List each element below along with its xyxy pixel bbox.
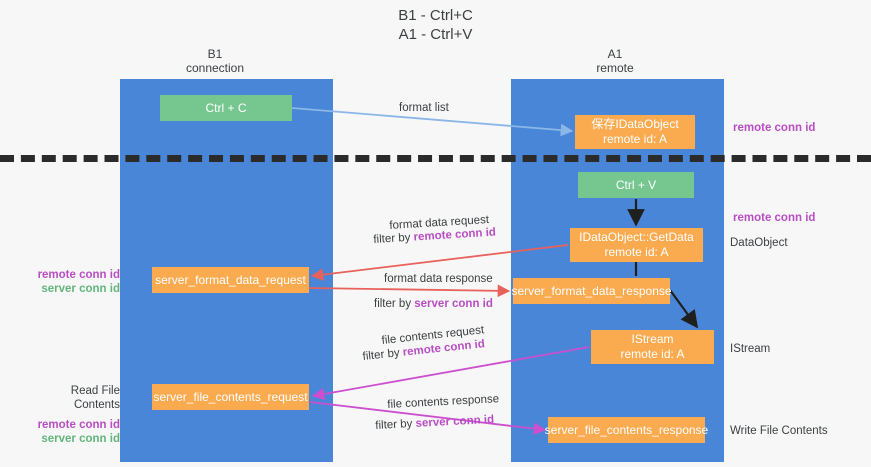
node-istream-label: IStream xyxy=(631,332,674,346)
annotation-right-remote-conn-id-top-text: remote conn id xyxy=(733,122,816,134)
edge-label-format-data-response: format data response xyxy=(384,272,493,287)
node-server-file-contents-response-label: server_file_contents_response xyxy=(544,422,709,437)
arrow-response-to-istream xyxy=(669,289,699,329)
annotation-left-read-file-contents-group: Read File Contents remote conn id server… xyxy=(22,384,120,446)
node-idataobject-getdata-label: IDataObject::GetData xyxy=(579,230,694,244)
node-save-idataobject-sublabel: remote id: A xyxy=(602,132,668,146)
edge-label-format-data-request-filter-key: remote conn id xyxy=(413,226,497,244)
node-ctrl-c[interactable]: Ctrl + C xyxy=(160,95,292,121)
annotation-right-dataobject-text: DataObject xyxy=(730,237,788,249)
annotation-right-remote-conn-id-mid: remote conn id xyxy=(733,211,815,225)
node-ctrl-v-label: Ctrl + V xyxy=(615,177,657,192)
node-istream-sublabel: remote id: A xyxy=(620,347,685,361)
arrow-format-list xyxy=(291,107,574,137)
node-server-file-contents-request[interactable]: server_file_contents_request xyxy=(152,384,309,410)
node-server-format-data-request[interactable]: server_format_data_request xyxy=(152,267,309,293)
node-server-file-contents-response[interactable]: server_file_contents_response xyxy=(544,417,709,443)
diagram-title-line2: A1 - Ctrl+V xyxy=(398,26,473,43)
edge-label-format-list: format list xyxy=(399,101,449,116)
edge-label-file-contents-request-filter-prefix: filter by xyxy=(362,346,404,363)
column-header-a1-role: remote xyxy=(596,61,634,75)
node-istream[interactable]: IStream remote id: A xyxy=(591,330,714,364)
column-header-a1: A1 remote xyxy=(555,47,675,75)
annotation-right-istream: IStream xyxy=(730,342,770,356)
annotation-left-read-file-contents: Read File Contents xyxy=(70,385,120,411)
annotation-right-istream-text: IStream xyxy=(730,343,771,355)
arrow-file-contents-response xyxy=(309,401,547,435)
edge-label-format-data-request-filter-prefix: filter by xyxy=(373,231,414,246)
annotation-right-remote-conn-id-mid-text: remote conn id xyxy=(733,212,816,224)
edge-label-format-list-text: format list xyxy=(399,102,449,114)
column-header-a1-name: A1 xyxy=(607,47,623,61)
annotation-right-write-file-contents-text: Write File Contents xyxy=(730,425,828,437)
section-divider xyxy=(0,155,871,162)
diagram-title: B1 - Ctrl+C A1 - Ctrl+V xyxy=(0,6,871,44)
edge-label-format-data-response-filter-key: server conn id xyxy=(414,298,493,310)
arrow-format-data-request xyxy=(310,244,569,281)
node-server-format-data-request-label: server_format_data_request xyxy=(155,272,306,287)
node-save-idataobject[interactable]: 保存IDataObject remote id: A xyxy=(575,115,695,149)
column-header-b1: B1 connection xyxy=(155,47,275,75)
annotation-right-write-file-contents: Write File Contents xyxy=(730,424,828,438)
column-header-b1-name: B1 xyxy=(207,47,223,61)
annotation-left-conn-ids-mid: remote conn id server conn id xyxy=(22,268,120,296)
node-idataobject-getdata-sublabel: remote id: A xyxy=(604,245,669,259)
annotation-left-remote-conn-id-mid: remote conn id xyxy=(37,269,120,281)
node-server-format-data-response[interactable]: server_format_data_response xyxy=(511,278,672,304)
diagram-title-line1: B1 - Ctrl+C xyxy=(398,7,473,24)
edge-label-format-data-response-filter: filter by server conn id xyxy=(374,297,493,312)
edge-label-format-data-response-filter-prefix: filter by xyxy=(374,298,415,310)
edge-label-format-data-response-text: format data response xyxy=(384,273,493,285)
node-server-format-data-response-label: server_format_data_response xyxy=(511,283,672,298)
annotation-right-remote-conn-id-top: remote conn id xyxy=(733,121,815,135)
edge-label-file-contents-response-filter-key: server conn id xyxy=(415,413,495,430)
node-server-file-contents-request-label: server_file_contents_request xyxy=(153,389,308,404)
arrow-format-data-response xyxy=(308,284,511,298)
node-ctrl-c-label: Ctrl + C xyxy=(205,100,247,115)
arrow-file-contents-request xyxy=(311,346,590,401)
annotation-left-remote-conn-id-low: remote conn id xyxy=(37,419,120,431)
node-idataobject-getdata[interactable]: IDataObject::GetData remote id: A xyxy=(570,228,703,262)
edge-label-file-contents-response-filter-prefix: filter by xyxy=(375,417,416,432)
annotation-right-dataobject: DataObject xyxy=(730,236,788,250)
column-header-b1-role: connection xyxy=(185,61,245,75)
annotation-left-server-conn-id-low: server conn id xyxy=(41,433,120,445)
node-ctrl-v[interactable]: Ctrl + V xyxy=(578,172,694,198)
annotation-left-server-conn-id-mid: server conn id xyxy=(41,283,120,295)
node-save-idataobject-label: 保存IDataObject xyxy=(591,117,679,131)
